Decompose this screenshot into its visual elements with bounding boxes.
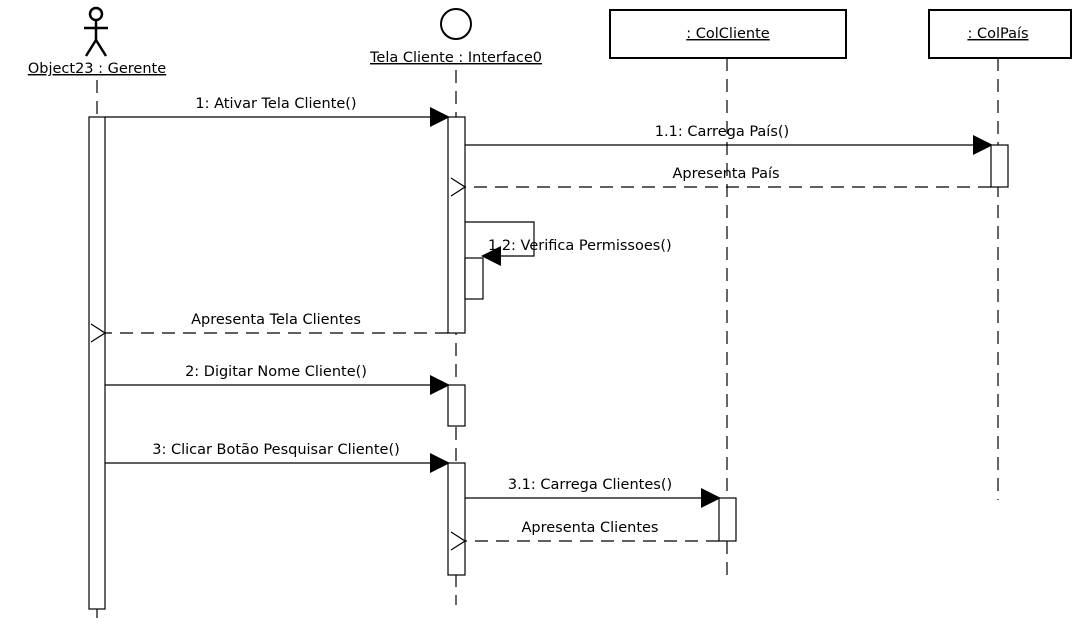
participant-label-gerente: Object23 : Gerente	[28, 61, 166, 77]
activation-bar-tela-self	[464, 257, 484, 300]
participant-label-colcliente: : ColCliente	[686, 26, 769, 42]
activation-bar-tela-2	[447, 384, 466, 427]
message-1-2: 1.2: Verifica Permissoes()	[465, 221, 672, 266]
object-box-colpais	[928, 9, 1072, 59]
activation-bar-tela-1	[447, 116, 466, 334]
message-1-1: 1.1: Carrega País()	[465, 124, 993, 155]
message-label: 2: Digitar Nome Cliente()	[185, 364, 367, 380]
activation-bar-tela-3	[447, 462, 466, 576]
actor-icon	[84, 6, 108, 57]
message-label: 1.2: Verifica Permissoes()	[488, 238, 672, 254]
message-label: 1: Ativar Tela Cliente()	[195, 96, 356, 112]
message-3-1: 3.1: Carrega Clientes()	[465, 477, 721, 508]
return-message-3-1: Apresenta Clientes	[465, 520, 719, 541]
participant-colcliente: : ColCliente	[609, 9, 847, 59]
participant-label-tela-cliente: Tela Cliente : Interface0	[369, 50, 542, 66]
self-call-loop	[465, 221, 535, 266]
return-message-1: Apresenta Tela Clientes	[105, 312, 448, 333]
participant-tela-cliente: Tela Cliente : Interface0	[369, 8, 542, 66]
message-1: 1: Ativar Tela Cliente()	[105, 96, 450, 127]
message-label: Apresenta Clientes	[522, 520, 659, 536]
message-label: Apresenta País	[672, 166, 779, 182]
return-message-1-1: Apresenta País	[465, 166, 991, 187]
object-box-colcliente	[609, 9, 847, 59]
message-3: 3: Clicar Botão Pesquisar Cliente()	[105, 442, 450, 473]
message-label: 1.1: Carrega País()	[655, 124, 789, 140]
activation-bar-colcliente	[718, 497, 737, 542]
interface-icon	[440, 8, 472, 40]
message-2: 2: Digitar Nome Cliente()	[105, 364, 450, 395]
message-label: 3.1: Carrega Clientes()	[508, 477, 672, 493]
activation-bar-gerente	[88, 116, 106, 610]
participant-gerente: Object23 : Gerente	[28, 6, 166, 77]
participant-label-colpais: : ColPaís	[967, 26, 1028, 42]
message-label: Apresenta Tela Clientes	[191, 312, 361, 328]
message-label: 3: Clicar Botão Pesquisar Cliente()	[152, 442, 400, 458]
participant-colpais: : ColPaís	[928, 9, 1072, 59]
activation-bar-colpais	[990, 144, 1009, 188]
